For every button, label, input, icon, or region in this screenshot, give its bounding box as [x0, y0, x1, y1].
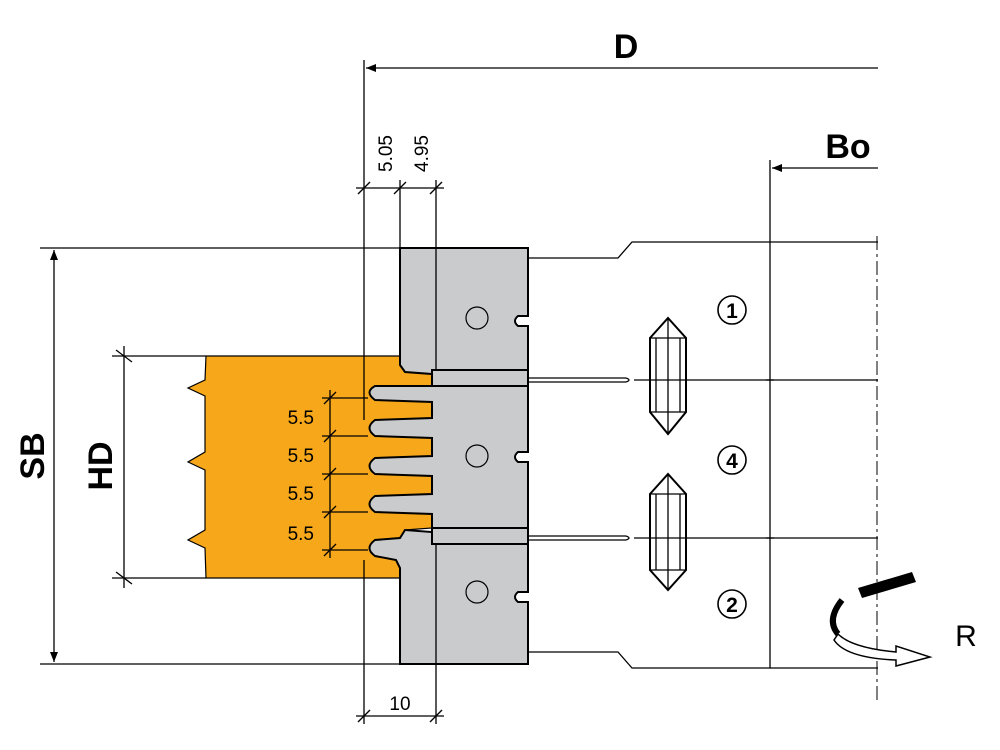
rotation-direction-icon: R [829, 572, 977, 667]
svg-text:5.5: 5.5 [288, 446, 314, 467]
cutter-middle [368, 385, 529, 529]
svg-text:5.05: 5.05 [376, 135, 397, 172]
svg-text:D: D [614, 28, 639, 66]
spacer-top [431, 369, 529, 387]
svg-text:2: 2 [726, 594, 738, 617]
dimension-pitch: 5.5 5.5 5.5 5.5 [288, 390, 368, 558]
bolt-hole-1 [465, 306, 489, 330]
bolt-hole-2 [465, 444, 489, 468]
tool-holder [528, 236, 878, 700]
svg-text:R: R [955, 620, 977, 653]
svg-text:Bo: Bo [825, 128, 870, 166]
svg-text:5.5: 5.5 [288, 408, 314, 429]
pin-upper [649, 316, 687, 436]
dimension-bottom: 10 [356, 544, 444, 724]
tool-number-2: 2 [717, 589, 747, 619]
svg-text:5.5: 5.5 [288, 484, 314, 505]
cutter-upper [399, 247, 529, 376]
bolt-hole-3 [465, 580, 489, 604]
dimension-d: D [363, 28, 878, 420]
pin-lower [649, 472, 687, 592]
svg-text:4: 4 [726, 450, 738, 473]
cutter-lower [368, 528, 529, 665]
dimension-hd: HD [82, 346, 206, 588]
tool-number-4: 4 [717, 445, 747, 475]
svg-text:1: 1 [726, 300, 738, 323]
dimension-top-offsets: 5.05 4.95 [356, 135, 444, 370]
svg-text:5.5: 5.5 [288, 524, 314, 545]
svg-text:4.95: 4.95 [412, 135, 433, 172]
dimension-sb: SB [14, 247, 400, 665]
svg-text:HD: HD [82, 441, 120, 490]
svg-text:SB: SB [14, 432, 52, 479]
dimension-bo: Bo [769, 128, 878, 242]
svg-text:10: 10 [389, 694, 410, 715]
tool-number-1: 1 [717, 295, 747, 325]
spacer-bottom [431, 527, 529, 545]
